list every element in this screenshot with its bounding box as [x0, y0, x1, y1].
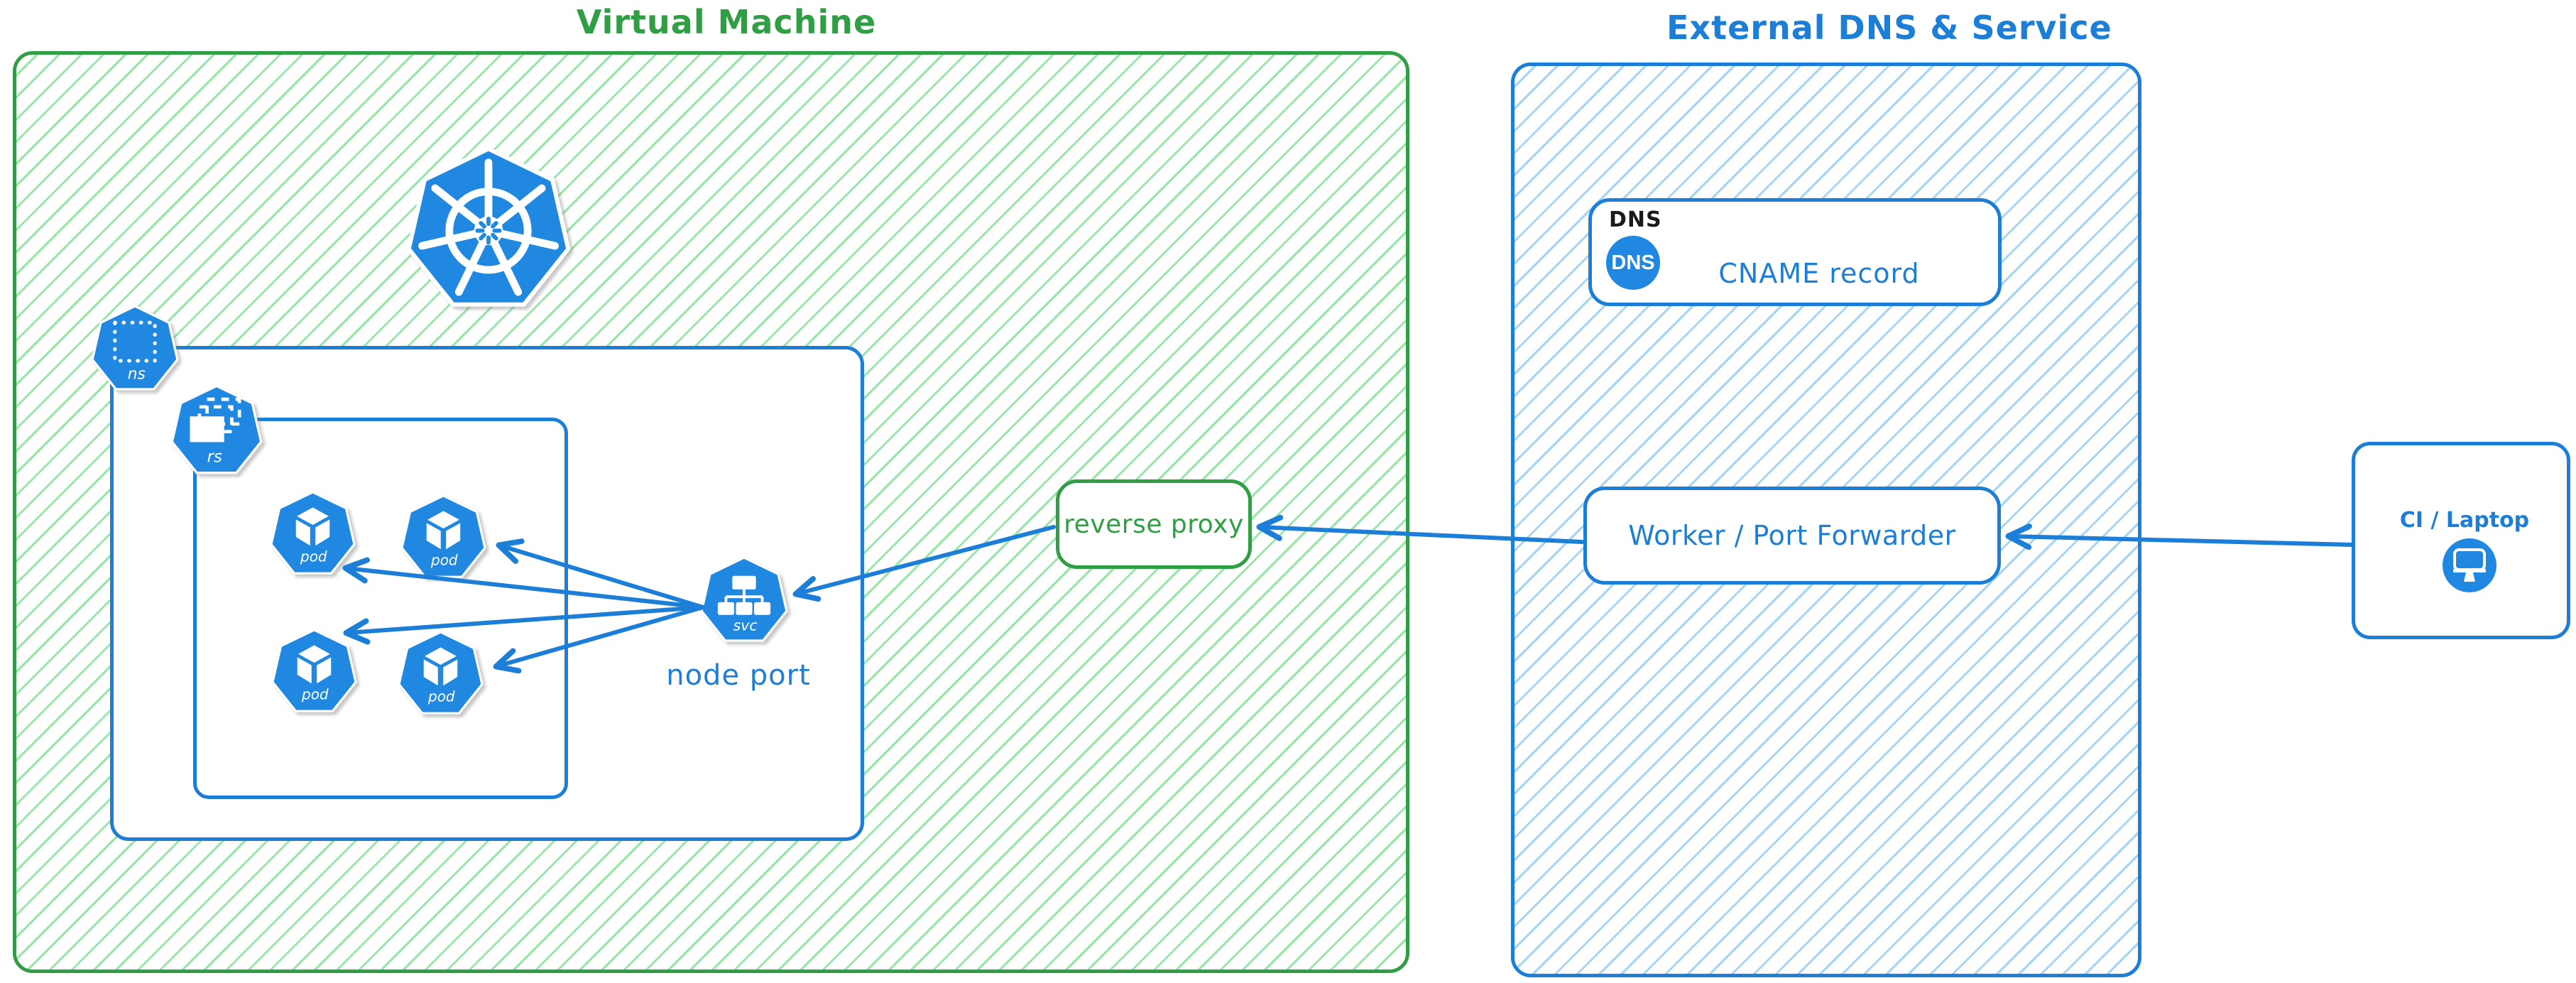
cname-record-label: CNAME record [1718, 258, 1920, 289]
pod-icon-label: pod [300, 548, 327, 565]
external-dns-title: External DNS & Service [1666, 9, 2112, 47]
ci-laptop-label: CI / Laptop [2399, 508, 2530, 533]
replicaset-icon-label: rs [207, 448, 222, 467]
service-icon: svc [699, 554, 790, 645]
virtual-machine-title: Virtual Machine [576, 3, 877, 41]
dns-heading: DNS [1609, 207, 1662, 232]
namespace-icon-label: ns [128, 366, 146, 384]
namespace-icon: ns [89, 303, 180, 393]
worker-port-forwarder-label: Worker / Port Forwarder [1628, 520, 1956, 551]
node-port-label: node port [666, 659, 811, 692]
laptop-icon [2443, 538, 2496, 592]
pod-icon: pod [399, 492, 488, 581]
worker-port-forwarder-box: Worker / Port Forwarder [1583, 487, 2001, 585]
ci-laptop-box: CI / Laptop [2352, 442, 2570, 639]
pod-icon-label: pod [430, 552, 458, 569]
service-icon-label: svc [733, 617, 758, 634]
kubernetes-logo-icon [403, 142, 574, 313]
dns-record-box: DNS DNS CNAME record [1588, 198, 2002, 306]
reverse-proxy-box: reverse proxy [1056, 479, 1252, 569]
pod-icon-label: pod [301, 686, 329, 703]
pod-icon: pod [396, 629, 485, 717]
dns-badge-label: DNS [1611, 251, 1655, 274]
pod-icon: pod [270, 626, 359, 715]
dns-badge-icon: DNS [1606, 236, 1660, 290]
reverse-proxy-label: reverse proxy [1064, 509, 1244, 539]
pod-icon: pod [268, 489, 357, 577]
replicaset-icon: rs [169, 382, 264, 477]
pod-icon-label: pod [427, 688, 455, 705]
